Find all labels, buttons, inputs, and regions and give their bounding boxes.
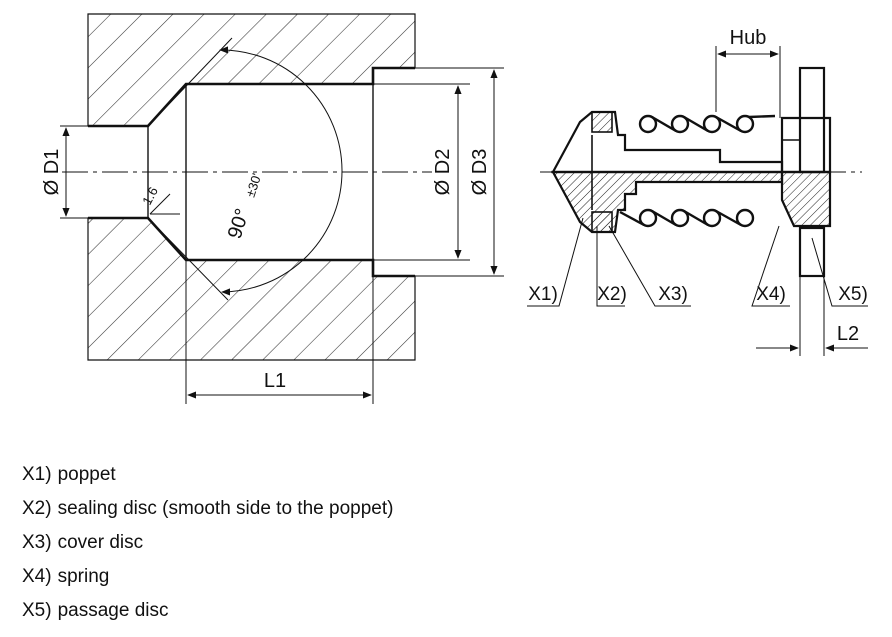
l1-label: L1 xyxy=(264,370,286,392)
legend-item: X5)passage disc xyxy=(22,594,393,628)
legend-text: sealing disc (smooth side to the poppet) xyxy=(57,498,394,519)
cavity-section xyxy=(62,13,432,361)
legend-text: poppet xyxy=(57,464,116,485)
cavity-outline-upper xyxy=(88,66,415,128)
legend-text: spring xyxy=(57,566,110,587)
cavity-body-upper xyxy=(87,13,416,127)
legend-list: X1)poppet X2)sealing disc (smooth side t… xyxy=(22,458,393,628)
d2-label: Ø D2 xyxy=(432,149,454,196)
spring-coils-top xyxy=(638,114,776,134)
dimension-d2: Ø D2 xyxy=(373,83,470,261)
legend-code: X2) xyxy=(22,498,52,519)
callout-x5: X5) xyxy=(838,284,868,305)
legend-code: X4) xyxy=(22,566,52,587)
sealing-disc-bottom xyxy=(591,211,613,233)
hub-label: Hub xyxy=(730,27,767,49)
legend-item: X1)poppet xyxy=(22,458,393,492)
callout-x4: X4) xyxy=(756,284,786,305)
dimension-d1: Ø D1 xyxy=(41,125,88,219)
passage-disc-upper xyxy=(798,66,826,174)
valve-assembly xyxy=(540,66,862,278)
legend-code: X5) xyxy=(22,600,52,621)
passage-disc-section xyxy=(780,170,832,228)
dimension-hub: Hub xyxy=(715,27,781,118)
spring-coils-bottom xyxy=(619,208,755,228)
callout-x2: X2) xyxy=(597,284,627,305)
cavity-body-lower xyxy=(87,217,416,361)
legend-text: cover disc xyxy=(57,532,144,553)
callout-x1: X1) xyxy=(528,284,558,305)
callout-leaders xyxy=(527,217,868,307)
sealing-disc-top xyxy=(591,111,613,133)
d3-label: Ø D3 xyxy=(469,149,491,196)
legend-item: X3)cover disc xyxy=(22,526,393,560)
dimension-chamfer: 1.6 xyxy=(139,184,180,215)
poppet-lower-section xyxy=(551,170,784,234)
cavity-outline-lower xyxy=(88,216,415,278)
l2-label: L2 xyxy=(837,323,859,345)
angle-label: 90° xyxy=(224,206,254,242)
callout-x3: X3) xyxy=(658,284,688,305)
legend-item: X2)sealing disc (smooth side to the popp… xyxy=(22,492,393,526)
dimension-d3: Ø D3 xyxy=(415,67,504,277)
legend-item: X4)spring xyxy=(22,560,393,594)
angle-tolerance-label: ±30' xyxy=(243,171,265,199)
d1-label: Ø D1 xyxy=(41,149,63,196)
legend-code: X3) xyxy=(22,532,52,553)
dimension-l1: L1 xyxy=(185,260,374,404)
legend-text: passage disc xyxy=(57,600,169,621)
passage-disc-lower-stub xyxy=(798,226,826,278)
technical-drawing: Ø D1 Ø D2 Ø D3 L1 90° ±30' 1.6 xyxy=(41,13,868,404)
dimension-l2: L2 xyxy=(756,276,868,356)
poppet-upper xyxy=(551,110,784,174)
chamfer-label: 1.6 xyxy=(139,184,161,207)
legend-code: X1) xyxy=(22,464,52,485)
